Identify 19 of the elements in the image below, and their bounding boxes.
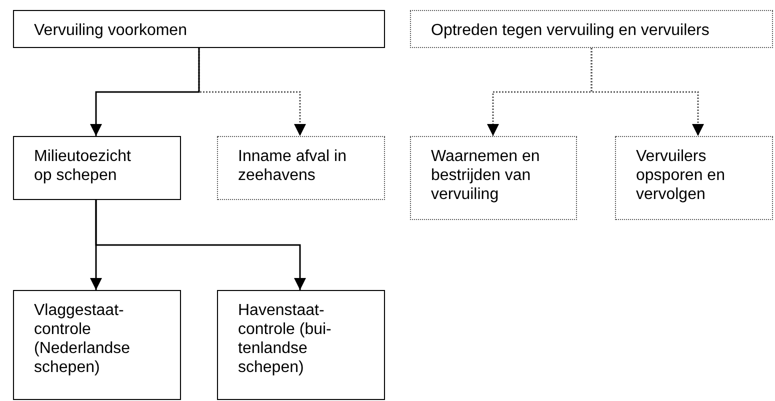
process-box [13, 290, 181, 400]
process-box [13, 10, 385, 48]
box-label: Inname afval in zeehavens [238, 147, 348, 185]
process-box [410, 10, 773, 48]
box-label: Optreden tegen vervuiling en vervuilers [431, 21, 710, 40]
box-label: Vlaggestaat-controle (Nederlandse schepen) [34, 301, 132, 377]
arrow [90, 48, 200, 136]
box-label: Vervuilers opsporen en vervolgen [636, 147, 726, 204]
arrow [590, 48, 704, 136]
process-box [410, 136, 577, 220]
arrow [95, 200, 306, 290]
box-label: Havenstaat-controle (bui-tenlandse schepen) [238, 301, 332, 377]
process-box [615, 136, 773, 220]
box-label: Vervuiling voorkomen [34, 21, 187, 40]
process-box [13, 136, 181, 200]
box-label: Waarnemen en bestrijden van vervuiling [431, 147, 541, 204]
process-box [217, 136, 385, 200]
box-label: Milieutoezicht op schepen [34, 147, 132, 185]
process-box [217, 290, 385, 400]
